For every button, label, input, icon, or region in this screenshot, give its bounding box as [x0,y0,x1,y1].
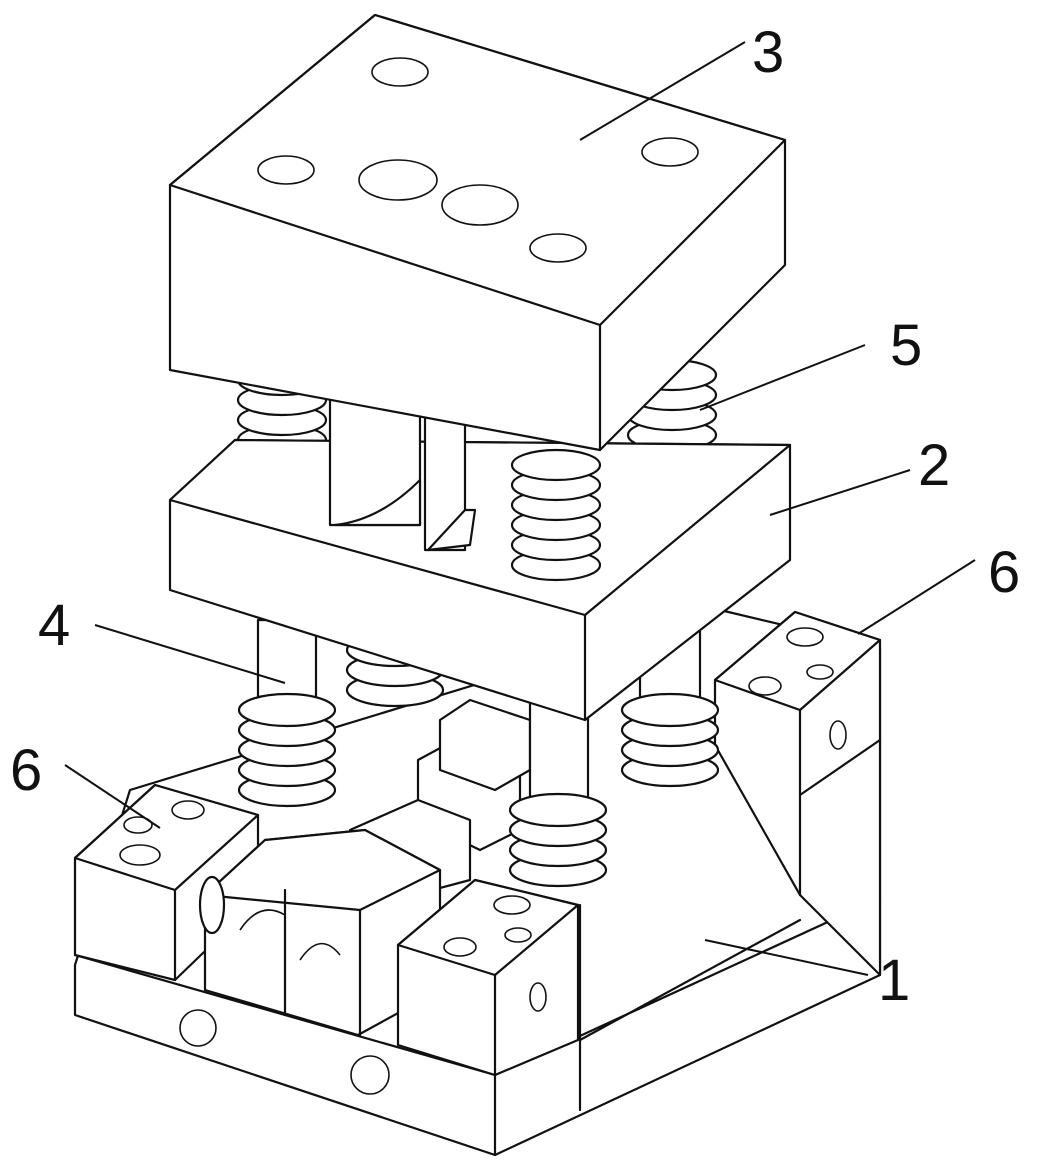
leader-lines [64,41,976,976]
leader-4 [94,624,286,684]
base-side-hole-left [179,1009,217,1047]
label-4: 4 [38,593,70,658]
top-hole-2 [257,155,315,185]
base-side-hole-right [350,1055,390,1095]
label-1: 1 [878,948,910,1013]
leader-3 [579,41,746,141]
top-plate [168,13,787,452]
label-3: 3 [752,20,784,85]
top-hole-6 [529,233,587,263]
top-hole-3 [358,159,438,201]
leader-6-right [857,559,976,635]
top-hole-4 [441,184,519,226]
lower-spring-right [620,692,720,788]
leader-5 [699,344,866,411]
leader-2 [769,469,911,516]
middle-plate [168,383,792,722]
top-hole-1 [371,57,429,87]
upper-spring-front [510,448,602,582]
label-2: 2 [918,433,950,498]
front-right-block [396,878,580,1077]
central-slider [198,828,442,1037]
lower-spring-left [237,692,337,808]
label-6-left: 6 [10,738,42,803]
lower-guide-pillars [237,618,720,888]
part-labels: 3 5 2 6 4 6 1 [10,20,1020,1013]
label-5: 5 [890,313,922,378]
leader-6-left [64,764,161,829]
leader-1 [704,939,869,976]
label-6-right: 6 [988,540,1020,605]
lower-spring-front [508,792,608,888]
top-hole-5 [641,137,699,167]
